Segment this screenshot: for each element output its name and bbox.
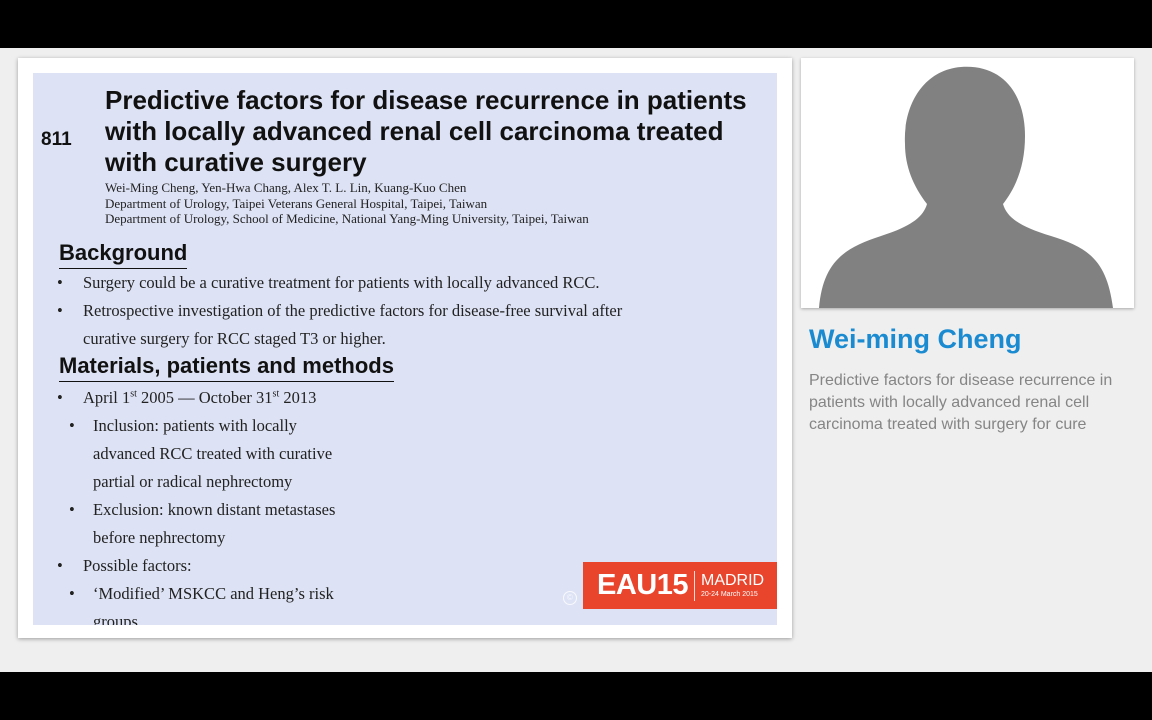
logo-right: MADRID 20-24 March 2015 — [701, 572, 765, 599]
author-block: Wei-Ming Cheng, Yen-Hwa Chang, Alex T. L… — [105, 180, 589, 227]
affiliation: Department of Urology, Taipei Veterans G… — [105, 195, 488, 211]
period-text: April 1 — [83, 388, 131, 407]
inclusion-line: advanced RCC treated with curative — [93, 444, 333, 463]
slide-panel: 811 Predictive factors for disease recur… — [18, 58, 792, 638]
inclusion-line: partial or radical nephrectomy — [93, 472, 293, 491]
authors: Wei-Ming Cheng, Yen-Hwa Chang, Alex T. L… — [105, 180, 467, 195]
criteria-list: Inclusion: patients with locally advance… — [55, 412, 335, 552]
player-stage: 811 Predictive factors for disease recur… — [0, 48, 1152, 672]
list-item-text: curative surgery for RCC staged T3 or hi… — [83, 329, 386, 348]
inclusion-item: Inclusion: patients with locally advance… — [55, 412, 335, 496]
methods-heading: Materials, patients and methods — [59, 353, 394, 382]
background-list: Surgery could be a curative treatment fo… — [55, 269, 622, 353]
eau15-logo: EAU15 MADRID 20-24 March 2015 — [583, 562, 777, 609]
abstract-number: 811 — [41, 129, 72, 150]
period-text: 2005 — October 31 — [136, 388, 273, 407]
speaker-name: Wei-ming Cheng — [809, 324, 1022, 354]
slide: 811 Predictive factors for disease recur… — [33, 73, 777, 625]
possible-factors-item: Possible factors: ‘Modified’ MSKCC and H… — [55, 552, 335, 625]
period-sup: st — [130, 388, 137, 400]
speaker-photo — [801, 58, 1134, 308]
slide-title: Predictive factors for disease recurrenc… — [105, 85, 747, 177]
logo-eau: EAU15 — [597, 569, 689, 601]
inclusion-line: Inclusion: patients with locally — [93, 416, 297, 435]
risk-line: groups — [93, 612, 138, 625]
background-heading: Background — [59, 240, 188, 269]
risk-line: ‘Modified’ MSKCC and Heng’s risk — [93, 584, 334, 603]
list-item-text: Retrospective investigation of the predi… — [83, 301, 623, 320]
factors-list: ‘Modified’ MSKCC and Heng’s risk groups — [55, 580, 335, 625]
exclusion-item: Exclusion: known distant metastases befo… — [55, 496, 335, 552]
exclusion-line: Exclusion: known distant metastases — [93, 500, 336, 519]
affiliation: Department of Urology, School of Medicin… — [105, 211, 589, 226]
possible-factors-text: Possible factors: — [83, 556, 192, 575]
logo-city: MADRID — [701, 572, 765, 589]
logo-divider — [694, 570, 695, 601]
talk-description: Predictive factors for disease recurrenc… — [809, 372, 1113, 433]
period-sup: st — [272, 388, 280, 400]
logo-date: 20-24 March 2015 — [701, 591, 758, 598]
exclusion-line: before nephrectomy — [93, 528, 226, 547]
list-item: Retrospective investigation of the predi… — [55, 297, 622, 353]
risk-groups-item: ‘Modified’ MSKCC and Heng’s risk groups — [55, 580, 335, 625]
list-item: Surgery could be a curative treatment fo… — [55, 269, 622, 297]
person-silhouette-icon — [801, 58, 1134, 308]
study-period: April 1st 2005 — October 31st 2013 Inclu… — [55, 384, 335, 552]
period-text: 2013 — [279, 388, 317, 407]
copyright-icon: © — [563, 591, 577, 605]
methods-list: April 1st 2005 — October 31st 2013 Inclu… — [55, 384, 335, 625]
